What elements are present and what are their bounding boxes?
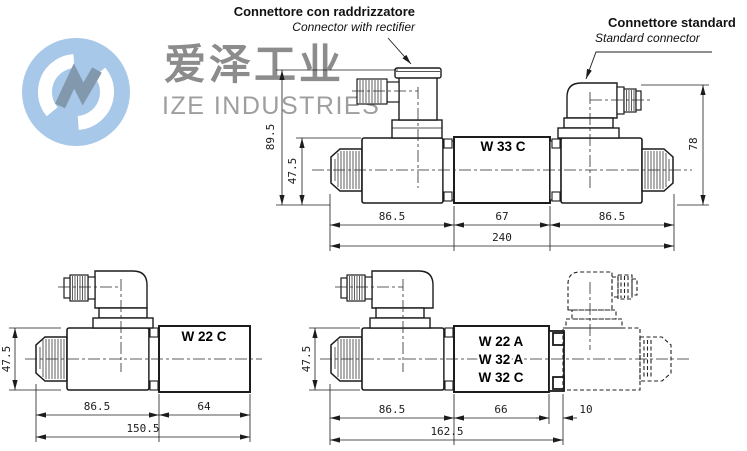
connector-with-rectifier [356,67,443,139]
br-centerlines [320,279,692,372]
dim-47-5-top: 47.5 [286,158,299,185]
top-right-notch-a [551,138,561,149]
top-left-notch-a [443,138,453,149]
logo-zigzag-mark [55,63,102,109]
top-right-interface [549,140,562,201]
dim-86-5-top-left: 86.5 [379,210,406,223]
bl-notch-b [149,380,159,391]
top-right-notch-b [551,191,561,202]
model-label-w22a: W 22 A [479,334,524,349]
valve-bottom-right-w22a: W 22 A W 32 A W 32 C [320,270,692,393]
bl-centerlines [25,279,262,372]
dim-47-5-bl: 47.5 [0,346,13,373]
br-connector [340,270,434,329]
dim-150-5: 150.5 [126,422,159,435]
dim-240: 240 [492,231,512,244]
br-notch-a [444,327,454,338]
dim-89-5: 89.5 [264,124,277,151]
dim-10: 10 [579,403,592,416]
dim-78: 78 [687,137,700,150]
label-connector-rectifier-en: Connector with rectifier [292,19,415,34]
br-end-tab-top [552,332,565,346]
top-left-solenoid [361,137,444,204]
dim-66: 66 [494,403,507,416]
top-left-interface [442,140,455,201]
dim-86-5-bl: 86.5 [84,400,111,413]
dim-86-5-top-right: 86.5 [599,210,626,223]
br-notch-b [444,380,454,391]
valve-bottom-left-w22c: W 22 C [25,270,262,393]
valve-top-w33c: W 33 C [312,67,692,204]
logo-latin-text: IZE INDUSTRIES [162,92,381,120]
dim-67: 67 [495,210,508,223]
model-label-w32a: W 32 A [479,352,524,367]
valve-bottom-left-dimensions: 47.5 86.5 64 150.5 [0,327,251,442]
dim-47-5-br: 47.5 [300,346,313,373]
top-right-solenoid [560,137,643,204]
dim-86-5-br: 86.5 [379,403,406,416]
valve-top-dimensions: 89.5 47.5 78 86.5 67 86.5 240 [264,69,709,251]
label-leaders [387,37,712,80]
dim-162-5: 162.5 [430,425,463,438]
logo-chinese-text: 爱泽工业 [164,41,345,88]
model-label-w32c: W 32 C [478,370,523,385]
leader-rectifier [387,37,412,65]
company-logo-emblem [22,38,130,146]
model-label-w33c: W 33 C [480,139,525,154]
label-connector-rectifier: Connettore con raddrizzatore Connector w… [205,4,415,34]
top-valve-centerlines [312,87,692,188]
br-end-adapter [548,330,565,392]
br-end-tab-bottom [552,376,565,390]
label-connector-standard-it: Connettore standard [608,15,736,30]
leader-standard [585,51,712,80]
br-phantom-second-solenoid [562,271,672,391]
model-label-w22c: W 22 C [181,329,226,344]
br-model-labels: W 22 A W 32 A W 32 C [476,332,526,388]
label-connector-standard: Connettore standard Standard connector [595,15,747,45]
label-connector-standard-en: Standard connector [595,30,700,45]
dim-64: 64 [197,400,211,413]
label-connector-rectifier-it: Connettore con raddrizzatore [233,4,415,19]
top-left-notch-b [443,191,453,202]
bl-notch-a [149,327,159,338]
valve-bottom-right-dimensions: 47.5 86.5 66 10 162.5 [300,327,593,445]
bl-connector [63,270,154,329]
connector-standard [557,82,642,139]
